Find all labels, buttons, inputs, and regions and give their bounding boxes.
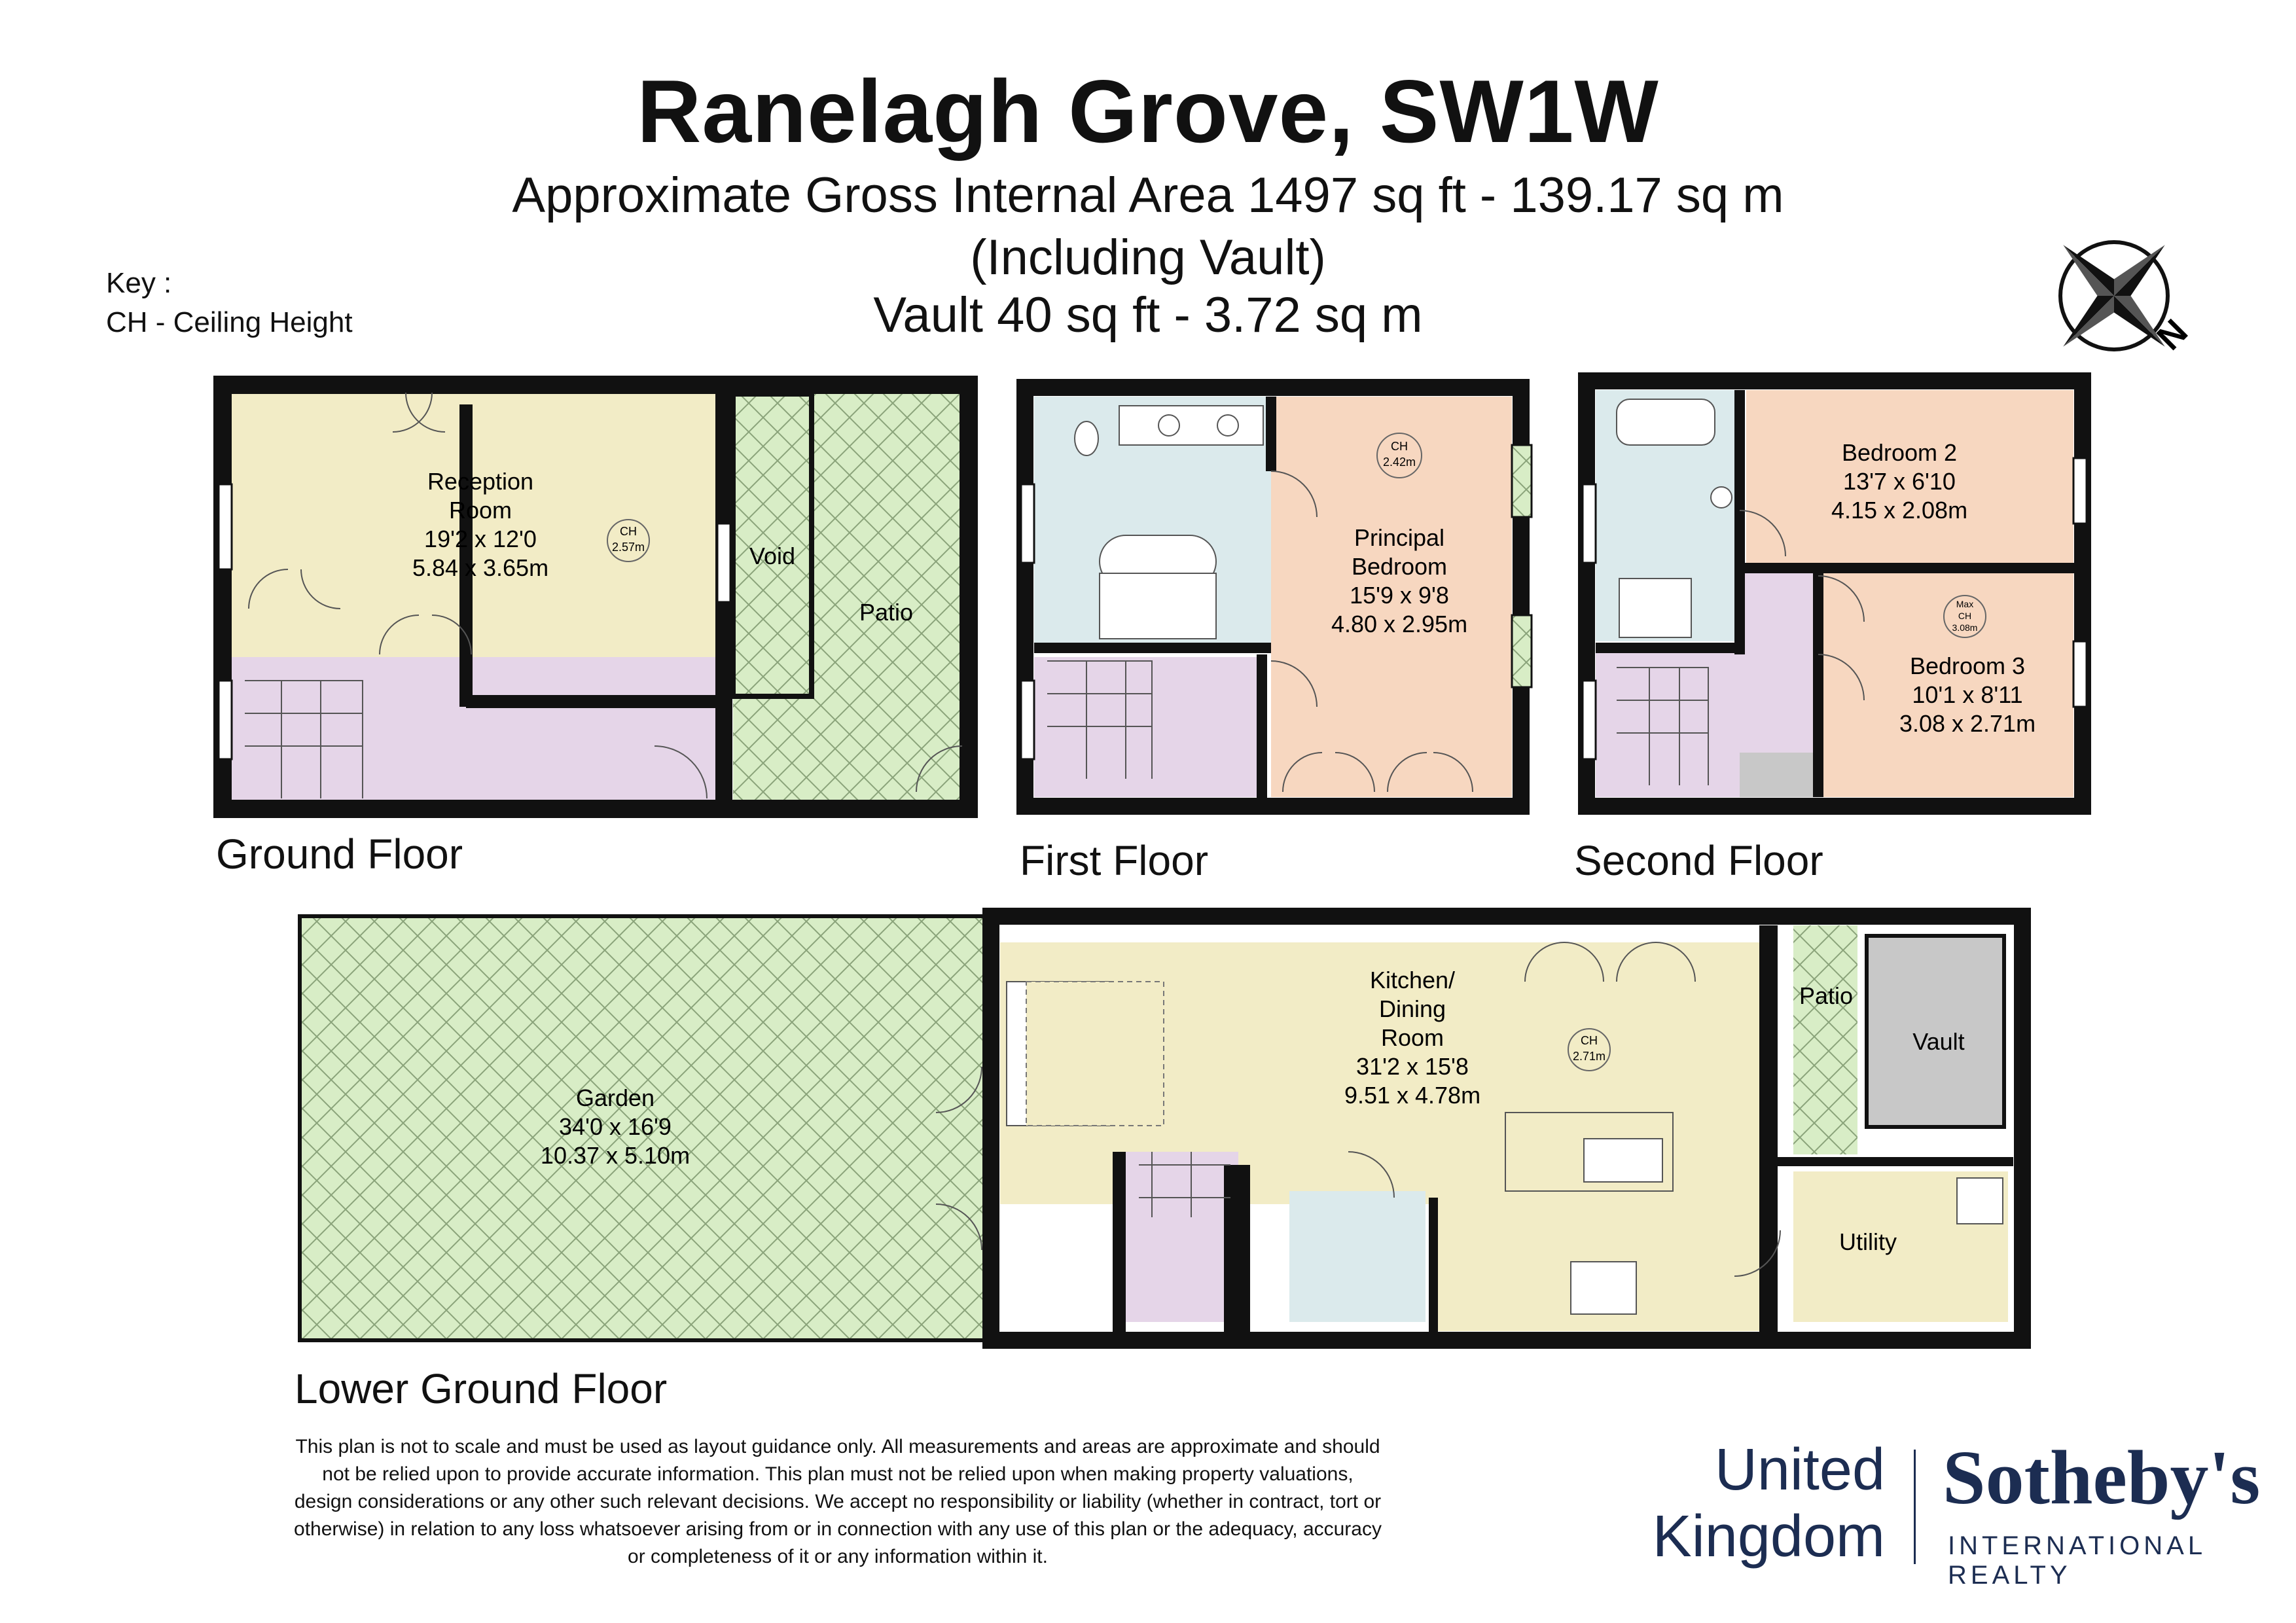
first-ch-label: CH xyxy=(1391,440,1408,453)
page-title: Ranelagh Grove, SW1W xyxy=(637,62,1659,161)
bedroom2-metric: 4.15 x 2.08m xyxy=(1831,497,1967,524)
lower-patio-label: Patio xyxy=(1799,982,1853,1009)
first-ch-value: 2.42m xyxy=(1383,455,1416,469)
bedroom3-name: Bedroom 3 xyxy=(1910,652,2025,679)
principal-name-2: Bedroom xyxy=(1352,553,1447,580)
brand-region: United Kingdom xyxy=(1643,1436,1885,1570)
disclaimer-line: not be relied upon to provide accurate i… xyxy=(322,1463,1354,1485)
first-floor-label: First Floor xyxy=(1020,837,1208,884)
disclaimer: This plan is not to scale and must be us… xyxy=(196,1433,1479,1571)
area-line: Approximate Gross Internal Area 1497 sq … xyxy=(512,168,1784,223)
reception-name-2: Room xyxy=(449,497,512,524)
second-ch-value: 3.08m xyxy=(1952,622,1978,633)
ground-floor-label: Ground Floor xyxy=(216,830,463,878)
vault-label: Vault xyxy=(1912,1028,1964,1055)
bedroom-3 xyxy=(1818,573,2073,797)
kitchen-name-2: Dining xyxy=(1379,995,1446,1022)
including-vault-line: (Including Vault) xyxy=(970,230,1326,285)
bedroom2-name: Bedroom 2 xyxy=(1842,439,1957,466)
key-heading: Key : xyxy=(106,267,172,299)
garden-imperial: 34'0 x 16'9 xyxy=(559,1113,672,1140)
brand-divider xyxy=(1914,1450,1916,1564)
disclaimer-line: This plan is not to scale and must be us… xyxy=(295,1436,1380,1457)
brand-tagline: INTERNATIONAL REALTY xyxy=(1948,1531,2206,1590)
garden-metric: 10.37 x 5.10m xyxy=(541,1142,690,1169)
bedroom-2 xyxy=(1746,390,2073,564)
second-floor-plan: Max CH 3.08m Bedroom 2 13'7 x 6'10 4.15 … xyxy=(1578,372,2091,815)
garden-name: Garden xyxy=(576,1084,655,1111)
garden-area xyxy=(298,914,993,1342)
ground-hallway xyxy=(232,657,729,800)
second-ch-label-2: CH xyxy=(1958,611,1971,621)
ground-ch-label: CH xyxy=(620,525,637,538)
second-ch-label-1: Max xyxy=(1956,599,1973,609)
kitchen-name-3: Room xyxy=(1381,1024,1444,1051)
disclaimer-line: or completeness of it or any information… xyxy=(628,1546,1048,1567)
compass-rose-icon xyxy=(2058,240,2170,351)
reception-room xyxy=(232,394,724,665)
lower-ch-value: 2.71m xyxy=(1573,1050,1605,1063)
void-area xyxy=(730,391,814,699)
bedroom3-imperial: 10'1 x 8'11 xyxy=(1912,681,2022,708)
bedroom3-metric: 3.08 x 2.71m xyxy=(1899,710,2036,737)
first-floor-plan: CH 2.42m Principal Bedroom 15'9 x 9'8 4.… xyxy=(1016,379,1533,815)
void-label: Void xyxy=(749,543,795,569)
principal-imperial: 15'9 x 9'8 xyxy=(1350,582,1449,609)
ground-patio-label: Patio xyxy=(859,599,913,626)
reception-imperial: 19'2 x 12'0 xyxy=(424,526,537,552)
lower-ground-floor-label: Lower Ground Floor xyxy=(295,1365,668,1412)
second-landing xyxy=(1596,651,1740,797)
principal-bedroom xyxy=(1271,397,1512,797)
disclaimer-line: design considerations or any other such … xyxy=(294,1491,1382,1512)
utility-label: Utility xyxy=(1839,1228,1897,1255)
principal-name-1: Principal xyxy=(1354,524,1444,551)
second-floor-label: Second Floor xyxy=(1574,837,1823,884)
lower-hallway xyxy=(1124,1152,1238,1322)
vault-area-line: Vault 40 sq ft - 3.72 sq m xyxy=(873,287,1423,343)
brand-logo-name: Sotheby's xyxy=(1943,1435,2261,1520)
kitchen-name-1: Kitchen/ xyxy=(1370,967,1455,993)
brand-region-line-1: United xyxy=(1714,1437,1885,1503)
principal-metric: 4.80 x 2.95m xyxy=(1331,611,1467,637)
lower-wc xyxy=(1289,1191,1426,1322)
reception-name-1: Reception xyxy=(427,468,533,495)
kitchen-metric: 9.51 x 4.78m xyxy=(1344,1082,1480,1109)
ground-floor-plan: CH 2.57m Reception Room 19'2 x 12'0 5.84… xyxy=(213,376,978,818)
reception-metric: 5.84 x 3.65m xyxy=(412,554,548,581)
disclaimer-line: otherwise) in relation to any loss whats… xyxy=(294,1518,1382,1540)
vault-area xyxy=(1865,934,2006,1129)
kitchen-imperial: 31'2 x 15'8 xyxy=(1356,1053,1469,1080)
key-item: CH - Ceiling Height xyxy=(106,306,353,338)
compass-north-label: N xyxy=(2149,312,2195,357)
lower-ground-floor-plan: CH 2.71m Garden 34'0 x 16'9 10.37 x 5.10… xyxy=(298,908,2031,1349)
ground-ch-value: 2.57m xyxy=(612,541,645,554)
lower-patio xyxy=(1793,925,1857,1154)
brand-region-line-2: Kingdom xyxy=(1652,1504,1885,1569)
bedroom2-imperial: 13'7 x 6'10 xyxy=(1843,468,1956,495)
lower-ch-label: CH xyxy=(1581,1034,1598,1047)
